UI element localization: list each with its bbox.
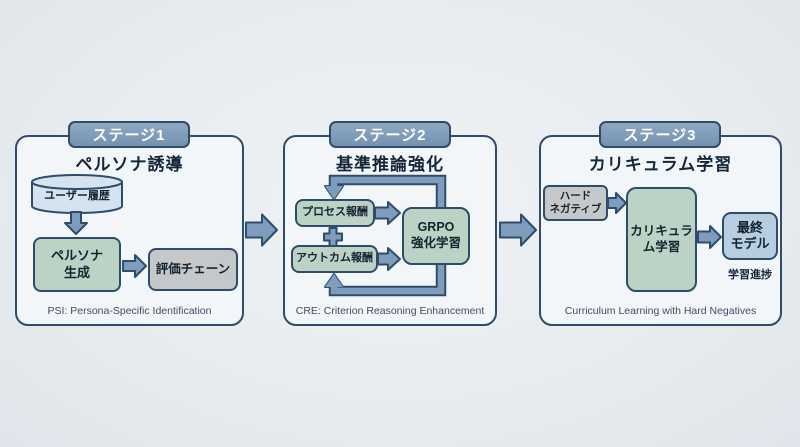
curriculum-learning-node: カリキュラ ム学習	[626, 187, 697, 292]
grpo-rl-node: GRPO 強化学習	[402, 207, 470, 265]
persona-generation-node: ペルソナ 生成	[33, 237, 121, 292]
arrow-stage2-to-stage3-icon	[499, 213, 537, 247]
evaluation-chain-node: 評価チェーン	[148, 248, 238, 291]
learning-progress-label: 学習進捗	[728, 269, 772, 281]
stage1-title: ペルソナ誘導	[75, 155, 184, 174]
process-reward-node: プロセス報酬	[295, 199, 375, 227]
stage2-title: 基準推論強化	[336, 155, 444, 174]
user-history-db-label: ユーザー履歴	[44, 190, 110, 202]
stage3-footer-note: Curriculum Learning with Hard Negatives	[564, 305, 757, 317]
arrow-stage1-to-stage2-icon	[245, 213, 278, 247]
stage3-badge: ステージ3	[599, 121, 721, 148]
stage2-badge: ステージ2	[329, 121, 451, 148]
outcome-reward-node: アウトカム報酬	[291, 245, 378, 273]
stage3-title: カリキュラム学習	[588, 155, 733, 174]
stage1-panel	[15, 135, 244, 326]
final-model-node: 最終 モデル	[722, 212, 778, 260]
stage1-footer-note: PSI: Persona-Specific Identification	[47, 305, 212, 317]
stage1-badge: ステージ1	[68, 121, 190, 148]
hard-negative-node: ハード ネガティブ	[543, 185, 608, 221]
stage2-footer-note: CRE: Criterion Reasoning Enhancement	[295, 305, 485, 317]
